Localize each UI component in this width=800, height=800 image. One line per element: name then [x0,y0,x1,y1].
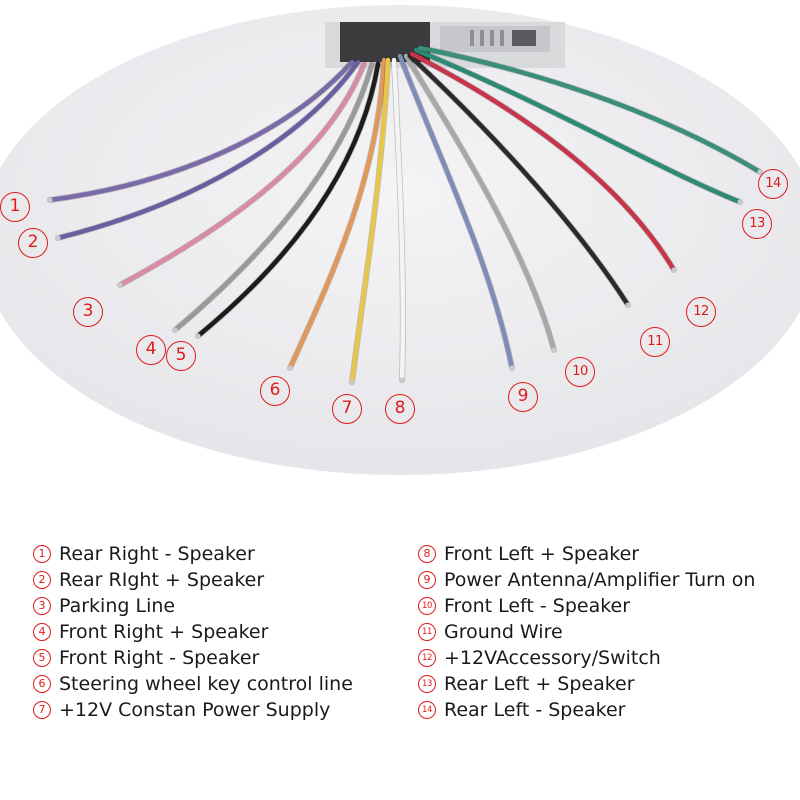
wire-10-number-badge: 10 [565,357,595,387]
wire-12-number-badge: 12 [686,297,716,327]
connector-block [325,22,565,68]
wire-6-stripped-tip [287,365,293,371]
wire-2 [55,59,361,241]
wire-2-stripped-tip [55,235,61,241]
wire-8-number-badge: 8 [385,394,415,424]
wire-4 [172,61,375,333]
legend-number-badge: 5 [33,649,51,667]
wire-2-number-badge: 2 [18,228,48,258]
legend-item-10: 10 Front Left - Speaker [418,593,755,619]
legend-label: +12V Constan Power Supply [59,699,331,721]
legend-label: Power Antenna/Amplifier Turn on [444,569,756,591]
wire-3-stripped-tip [117,282,123,288]
legend-number-badge: 9 [418,571,436,589]
legend-label: Parking Line [59,595,176,617]
wire-9-stripped-tip [509,365,515,371]
legend-label: Front Left - Speaker [444,595,631,617]
wire-9-number-badge: 9 [508,382,538,412]
wire-10-stripped-tip [551,347,557,353]
legend-column-left: 1 Rear Right - Speaker 2 Rear RIght + Speak… [33,541,353,723]
legend-item-2: 2 Rear RIght + Speaker [33,567,353,593]
wire-12 [409,51,677,273]
legend-label: +12VAccessory/Switch [444,647,661,669]
legend-item-14: 14 Rear Left - Speaker [418,697,755,723]
wire-8-stripped-tip [399,377,405,383]
wire-5-stripped-tip [195,333,201,339]
legend-item-7: 7 +12V Constan Power Supply [33,697,353,723]
legend-item-9: 9 Power Antenna/Amplifier Turn on [418,567,755,593]
wire-8 [391,57,406,383]
legend-number-badge: 14 [418,701,436,719]
wire-5-number-badge: 5 [166,341,196,371]
wire-1-number-badge: 1 [0,192,30,222]
legend-item-4: 4 Front Right + Speaker [33,619,353,645]
legend-label: Steering wheel key control line [59,673,353,695]
wiring-harness-photo [0,5,800,475]
legend-number-badge: 3 [33,597,51,615]
legend-label: Front Right - Speaker [59,647,260,669]
wire-1 [47,59,355,203]
legend-item-8: 8 Front Left + Speaker [418,541,755,567]
legend-label: Ground Wire [444,621,563,643]
wire-12-stripped-tip [671,267,677,273]
wire-10 [403,53,557,353]
legend-label: Front Right + Speaker [59,621,269,643]
wire-9 [397,53,515,371]
wire-3-number-badge: 3 [73,297,103,327]
legend-number-badge: 1 [33,545,51,563]
legend-label: Rear Left + Speaker [444,673,635,695]
legend-number-badge: 10 [418,597,436,615]
wire-1-stripped-tip [47,197,53,203]
wire-11 [407,53,631,308]
legend-number-badge: 7 [33,701,51,719]
legend-number-badge: 13 [418,675,436,693]
wire-4-number-badge: 4 [136,335,166,365]
legend-number-badge: 8 [418,545,436,563]
wire-14-number-badge: 14 [758,169,788,199]
wire-11-number-badge: 11 [640,327,670,357]
wire-13 [413,47,743,205]
wire-7-stripped-tip [349,379,355,385]
wire-5 [195,61,381,339]
legend-number-badge: 4 [33,623,51,641]
wire-3 [117,61,367,288]
legend-item-5: 5 Front Right - Speaker [33,645,353,671]
wire-group [47,45,763,385]
legend-number-badge: 6 [33,675,51,693]
legend-item-11: 11 Ground Wire [418,619,755,645]
legend-label: Rear Right - Speaker [59,543,255,565]
legend-number-badge: 2 [33,571,51,589]
legend-label: Front Left + Speaker [444,543,640,565]
legend-item-3: 3 Parking Line [33,593,353,619]
legend-label: Rear RIght + Speaker [59,569,265,591]
legend-item-12: 12 +12VAccessory/Switch [418,645,755,671]
wire-14 [417,45,763,175]
legend-item-13: 13 Rear Left + Speaker [418,671,755,697]
wire-7 [349,57,391,385]
legend-item-1: 1 Rear Right - Speaker [33,541,353,567]
legend-number-badge: 12 [418,649,436,667]
wire-7-number-badge: 7 [332,394,362,424]
wire-4-stripped-tip [172,327,178,333]
wire-13-stripped-tip [737,199,743,205]
legend-item-6: 6 Steering wheel key control line [33,671,353,697]
wire-6 [287,57,387,371]
legend-label: Rear Left - Speaker [444,699,626,721]
wire-6-number-badge: 6 [260,376,290,406]
wire-13-number-badge: 13 [742,209,772,239]
legend-column-right: 8 Front Left + Speaker 9 Power Antenna/Ampl… [418,541,755,723]
legend-number-badge: 11 [418,623,436,641]
wire-11-stripped-tip [625,302,631,308]
